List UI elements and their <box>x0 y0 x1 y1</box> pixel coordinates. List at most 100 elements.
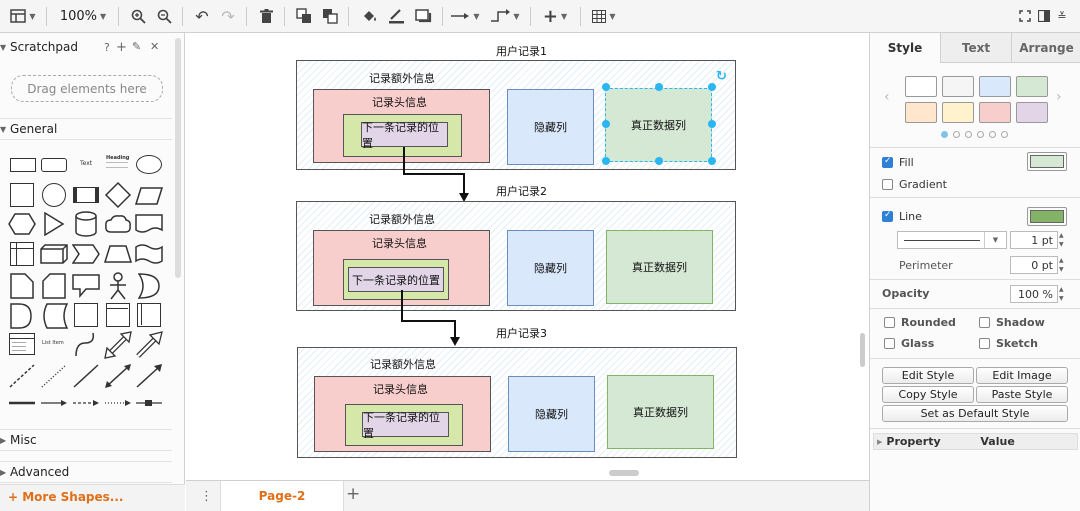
line-width-input[interactable]: 1 pt <box>1010 231 1058 249</box>
advanced-section-header[interactable]: ▶ Advanced <box>0 461 172 483</box>
more-shapes-button[interactable]: + More Shapes... <box>8 490 124 504</box>
redo-icon[interactable]: ↷ <box>221 6 235 26</box>
copy-style-button[interactable]: Copy Style <box>882 386 974 403</box>
hidden-column-box[interactable]: 隐藏列 <box>507 230 594 306</box>
data-column-box-selected[interactable]: 真正数据列 <box>605 88 712 162</box>
collapse-icon[interactable]: ≚ <box>1057 9 1067 23</box>
dotted-arrow-shape[interactable] <box>104 399 132 407</box>
tab-style[interactable]: Style <box>870 33 940 63</box>
list-item-shape[interactable]: List Item <box>42 340 64 346</box>
shadow-checkbox[interactable]: Shadow <box>979 316 1045 329</box>
fill-color-button[interactable] <box>1027 152 1067 171</box>
bidirectional-arrow-shape[interactable] <box>104 331 132 359</box>
process-shape[interactable] <box>73 187 99 203</box>
zoom-out-icon[interactable] <box>154 6 174 26</box>
scratchpad-help-icon[interactable]: ? <box>104 41 110 54</box>
dashed-arrow-shape[interactable] <box>72 399 100 407</box>
scratchpad-close-icon[interactable]: ✕ <box>150 40 160 53</box>
misc-section-header[interactable]: ▶ Misc <box>0 429 172 451</box>
rounded-checkbox[interactable]: Rounded <box>884 316 956 329</box>
waypoints-icon[interactable]: ▼ <box>490 6 520 26</box>
scratchpad-edit-icon[interactable]: ✎ <box>132 40 142 53</box>
directional-connector-shape[interactable] <box>135 363 163 389</box>
opacity-stepper[interactable]: ▲▼ <box>1059 286 1064 302</box>
style-swatch[interactable] <box>979 102 1011 123</box>
next-record-pointer[interactable]: 下一条记录的位置 <box>348 267 444 292</box>
user-record-container[interactable]: 记录额外信息 记录头信息 下一条记录的位置 隐藏列 真正数据列 <box>297 347 737 458</box>
scratchpad-header[interactable]: ▼ Scratchpad <box>0 36 172 58</box>
undo-icon[interactable]: ↶ <box>195 6 209 26</box>
add-page-button[interactable]: + <box>346 484 361 504</box>
connector-arrow[interactable] <box>394 288 464 348</box>
next-record-container[interactable]: 下一条记录的位置 <box>343 114 462 157</box>
perimeter-stepper[interactable]: ▲▼ <box>1059 257 1064 273</box>
user-record-container[interactable]: 记录额外信息 记录头信息 下一条记录的位置 隐藏列 真正数据列 <box>296 201 736 311</box>
next-record-container[interactable]: 下一条记录的位置 <box>343 259 449 300</box>
line-pattern-select[interactable]: ▼ <box>897 231 1007 249</box>
sidebar-scrollbar[interactable] <box>175 38 181 278</box>
hidden-column-box[interactable]: 隐藏列 <box>507 89 594 165</box>
bidirectional-connector-shape[interactable] <box>104 363 132 389</box>
data-column-box[interactable]: 真正数据列 <box>607 375 714 449</box>
container-shape[interactable] <box>74 303 98 327</box>
note-shape[interactable] <box>10 273 34 299</box>
scratchpad-drop-zone[interactable]: Drag elements here <box>11 75 163 102</box>
insert-icon[interactable]: +▼ <box>542 5 568 27</box>
selection-handle[interactable] <box>708 120 716 128</box>
square-shape[interactable] <box>10 183 34 207</box>
zoom-in-icon[interactable] <box>128 6 148 26</box>
to-front-icon[interactable] <box>294 6 314 26</box>
paste-style-button[interactable]: Paste Style <box>976 386 1068 403</box>
data-column-box[interactable]: 真正数据列 <box>606 230 713 304</box>
record-header-box[interactable]: 记录头信息 下一条记录的位置 <box>313 89 490 163</box>
line-width-stepper[interactable]: ▲▼ <box>1059 232 1064 248</box>
data-storage-shape[interactable] <box>40 303 68 329</box>
or-shape[interactable] <box>138 273 160 299</box>
gradient-checkbox[interactable]: Gradient <box>882 178 947 191</box>
connector-arrow-shape[interactable] <box>40 399 68 407</box>
next-record-container[interactable]: 下一条记录的位置 <box>345 404 463 446</box>
cube-shape[interactable] <box>40 244 68 264</box>
record-header-box[interactable]: 记录头信息 下一条记录的位置 <box>314 376 491 452</box>
connection-style-icon[interactable]: ▼ <box>450 6 480 26</box>
card-shape[interactable] <box>42 273 66 299</box>
selection-handle[interactable] <box>655 157 663 165</box>
swatch-prev-icon[interactable]: ‹ <box>884 89 890 105</box>
hexagon-shape[interactable] <box>8 213 36 235</box>
next-record-pointer[interactable]: 下一条记录的位置 <box>361 121 448 150</box>
actor-shape[interactable] <box>107 272 129 300</box>
triangle-shape[interactable] <box>43 212 65 236</box>
selection-handle[interactable] <box>602 83 610 91</box>
selection-handle[interactable] <box>708 83 716 91</box>
fill-color-icon[interactable] <box>358 6 380 26</box>
circle-shape[interactable] <box>42 183 66 207</box>
tab-text[interactable]: Text <box>940 33 1011 63</box>
style-swatch[interactable] <box>942 76 974 97</box>
style-swatch[interactable] <box>905 102 937 123</box>
swatch-next-icon[interactable]: › <box>1056 89 1062 105</box>
tape-shape[interactable] <box>135 243 163 265</box>
rotate-handle-icon[interactable]: ↻ <box>716 69 727 84</box>
general-section-header[interactable]: ▼ General <box>0 118 172 140</box>
delay-shape[interactable] <box>10 303 32 329</box>
internal-storage-shape[interactable] <box>10 242 34 266</box>
style-swatch[interactable] <box>1016 76 1048 97</box>
opacity-input[interactable]: 100 % <box>1010 285 1058 303</box>
line-checkbox[interactable]: Line <box>882 210 922 223</box>
parallelogram-shape[interactable] <box>135 187 163 205</box>
dashed-line-shape[interactable] <box>8 363 36 389</box>
style-swatch[interactable] <box>1016 102 1048 123</box>
connector-with-label-shape[interactable] <box>135 399 163 407</box>
to-back-icon[interactable] <box>320 6 340 26</box>
heading-shape[interactable]: Heading <box>106 155 130 161</box>
selection-handle[interactable] <box>655 83 663 91</box>
style-swatch[interactable] <box>905 76 937 97</box>
sketch-checkbox[interactable]: Sketch <box>979 337 1038 350</box>
connector-arrow[interactable] <box>396 145 486 205</box>
page-tab[interactable]: Page-2 <box>220 481 344 511</box>
style-swatch[interactable] <box>979 76 1011 97</box>
delete-icon[interactable] <box>256 6 276 26</box>
style-swatch[interactable] <box>942 102 974 123</box>
swatch-pager[interactable] <box>941 131 1008 138</box>
user-record-container[interactable]: 记录额外信息 记录头信息 下一条记录的位置 隐藏列 真正数据列 <box>296 60 736 170</box>
